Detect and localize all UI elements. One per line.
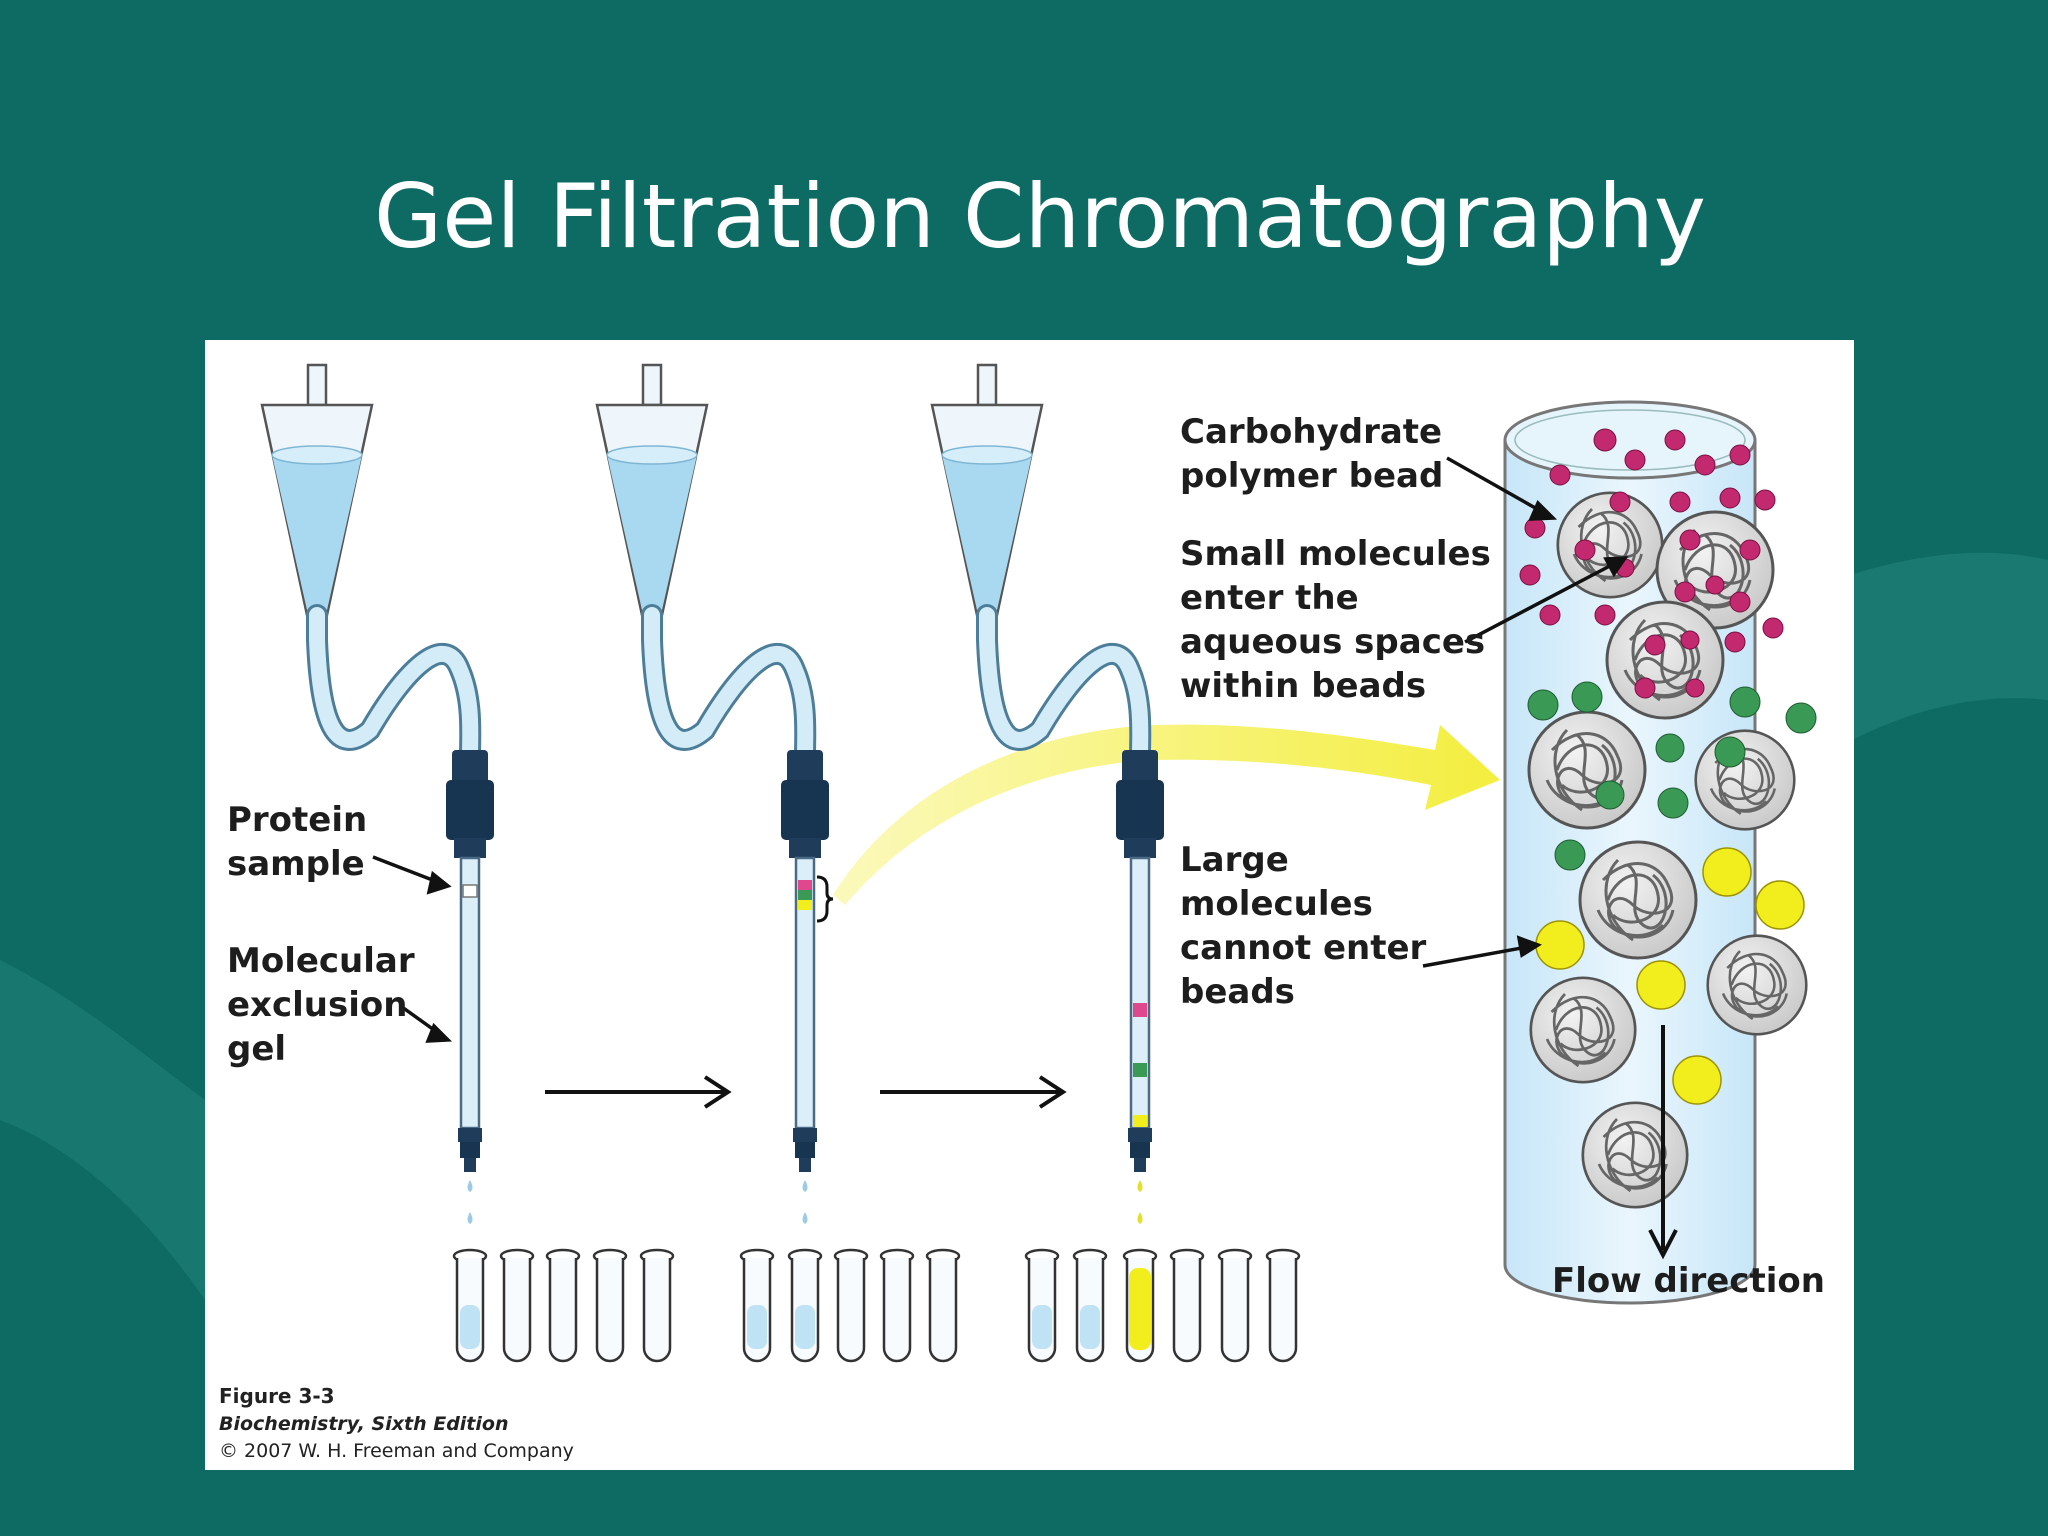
small-molecules xyxy=(1519,428,1784,699)
label-exclusion-gel-1: Molecular xyxy=(227,941,415,981)
label-large-molecules-3: cannot enter xyxy=(1180,928,1427,968)
tubes-stage-3 xyxy=(1024,1248,1301,1363)
label-exclusion-gel-3: gel xyxy=(227,1029,286,1069)
label-large-molecules: Large molecules cannot enter beads xyxy=(1180,840,1438,1012)
apparatus-stage-1 xyxy=(260,363,675,1363)
label-small-molecules-2: enter the xyxy=(1180,578,1359,618)
caption-copyright: © 2007 W. H. Freeman and Company xyxy=(219,1440,574,1462)
progress-arrow-2 xyxy=(880,1075,1067,1109)
label-large-molecules-4: beads xyxy=(1180,972,1295,1012)
large-molecules xyxy=(1535,847,1805,1105)
caption-figure: Figure 3-3 xyxy=(219,1384,335,1408)
caption-book: Biochemistry, Sixth Edition xyxy=(219,1413,508,1435)
label-small-molecules-4: within beads xyxy=(1180,666,1426,706)
label-exclusion-gel-2: exclusion xyxy=(227,985,407,1025)
tubes-stage-1 xyxy=(452,1248,675,1363)
figure-panel: Protein sample Molecular exclusion gel C… xyxy=(205,340,1854,1470)
label-flow-direction: Flow direction xyxy=(1552,1261,1825,1301)
label-exclusion-gel: Molecular exclusion gel xyxy=(227,941,426,1069)
label-bead-2: polymer bead xyxy=(1180,456,1443,496)
apparatus-stage-3 xyxy=(930,363,1301,1363)
progress-arrow-1 xyxy=(545,1075,732,1109)
slide-title: Gel Filtration Chromatography xyxy=(374,165,1706,268)
label-bead: Carbohydrate polymer bead xyxy=(1180,412,1454,496)
magnified-column xyxy=(1503,400,1817,1305)
zoom-highlight-arrow xyxy=(833,724,1500,905)
apparatus-stage-2 xyxy=(595,363,961,1363)
label-protein-sample-2: sample xyxy=(227,844,365,884)
label-small-molecules-3: aqueous spaces xyxy=(1180,622,1485,662)
pointer-lines xyxy=(372,456,1629,1043)
label-large-molecules-2: molecules xyxy=(1180,884,1373,924)
label-protein-sample-1: Protein xyxy=(227,800,367,840)
medium-molecules xyxy=(1527,681,1817,871)
tubes-stage-2 xyxy=(739,1248,961,1363)
label-bead-1: Carbohydrate xyxy=(1180,412,1442,452)
label-protein-sample: Protein sample xyxy=(227,800,379,884)
label-large-molecules-1: Large xyxy=(1180,840,1289,880)
gel-filtration-figure: Protein sample Molecular exclusion gel C… xyxy=(219,363,1825,1462)
label-small-molecules-1: Small molecules xyxy=(1180,534,1491,574)
label-small-molecules: Small molecules enter the aqueous spaces… xyxy=(1180,534,1503,706)
